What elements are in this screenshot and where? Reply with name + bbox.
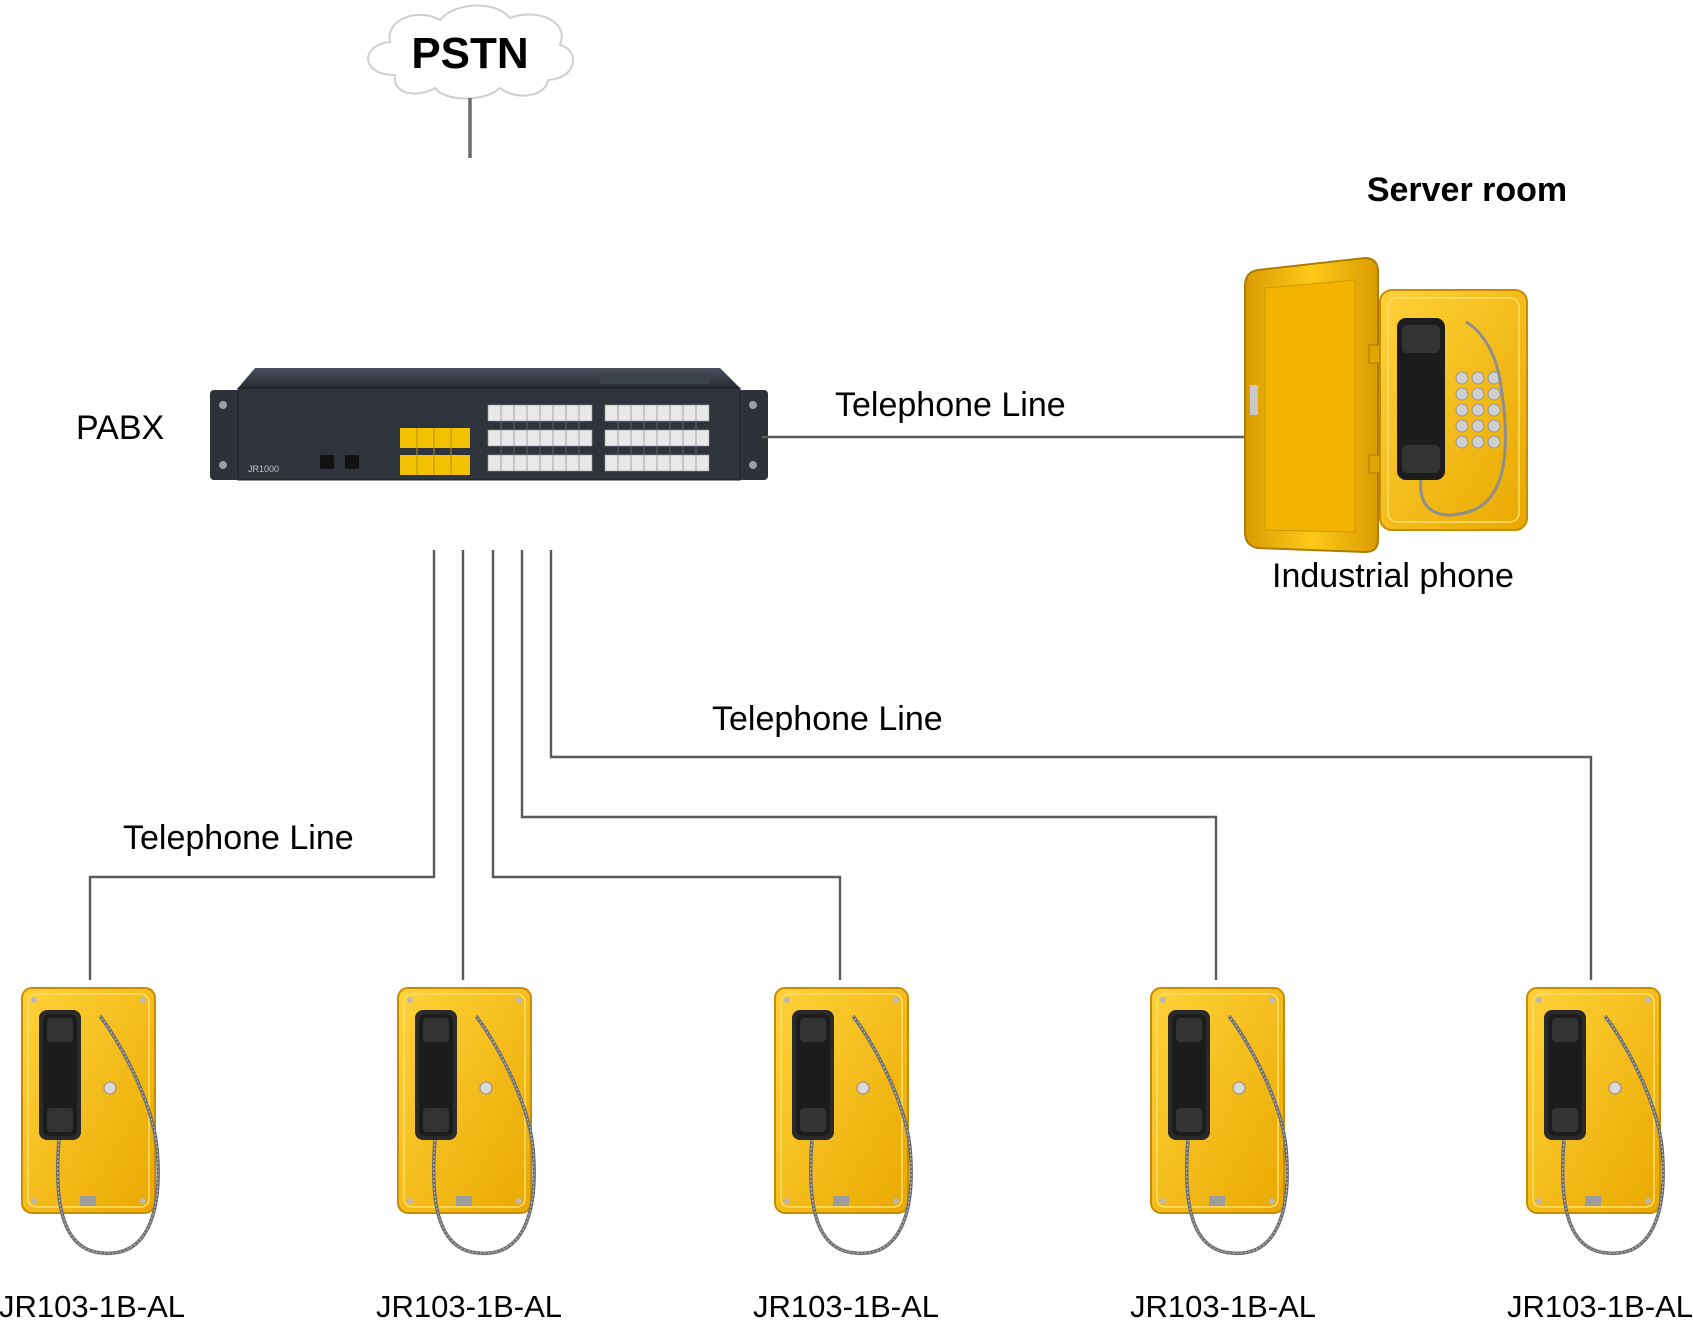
- wall-phone-5: [1525, 986, 1665, 1256]
- line-to-phone-1: [88, 550, 436, 980]
- line-to-phone-4: [520, 550, 1218, 980]
- server-room-title: Server room: [1367, 171, 1567, 209]
- keypad: [1455, 371, 1501, 449]
- wall-phone-1: [20, 986, 160, 1256]
- line-label-right: Telephone Line: [835, 386, 1066, 424]
- wall-phone-4: [1149, 986, 1289, 1256]
- phone-label-3: JR103-1B-AL: [753, 1289, 939, 1324]
- phone-label-4: JR103-1B-AL: [1130, 1289, 1316, 1324]
- phone-label-2: JR103-1B-AL: [376, 1289, 562, 1324]
- line-to-phone-5: [549, 550, 1593, 980]
- industrial-phone: [1244, 256, 1528, 554]
- wall-phone-3: [773, 986, 913, 1256]
- industrial-phone-label: Industrial phone: [1272, 557, 1514, 595]
- line-to-phone-3: [491, 550, 842, 980]
- line-label-middle: Telephone Line: [712, 700, 943, 738]
- pabx-label: PABX: [76, 409, 164, 447]
- fxo-ports: [400, 428, 470, 475]
- pstn-cloud: PSTN: [367, 4, 575, 100]
- wall-phone-2: [396, 986, 536, 1256]
- pabx-model-text: JR1000: [248, 464, 279, 474]
- pstn-label: PSTN: [411, 29, 528, 78]
- phone-label-5: JR103-1B-AL: [1507, 1289, 1693, 1324]
- line-label-left: Telephone Line: [123, 819, 354, 857]
- telephone-lines: [88, 435, 1593, 980]
- pabx-device: JR1000: [210, 368, 768, 481]
- phone-label-1: JR103-1B-AL: [0, 1289, 185, 1324]
